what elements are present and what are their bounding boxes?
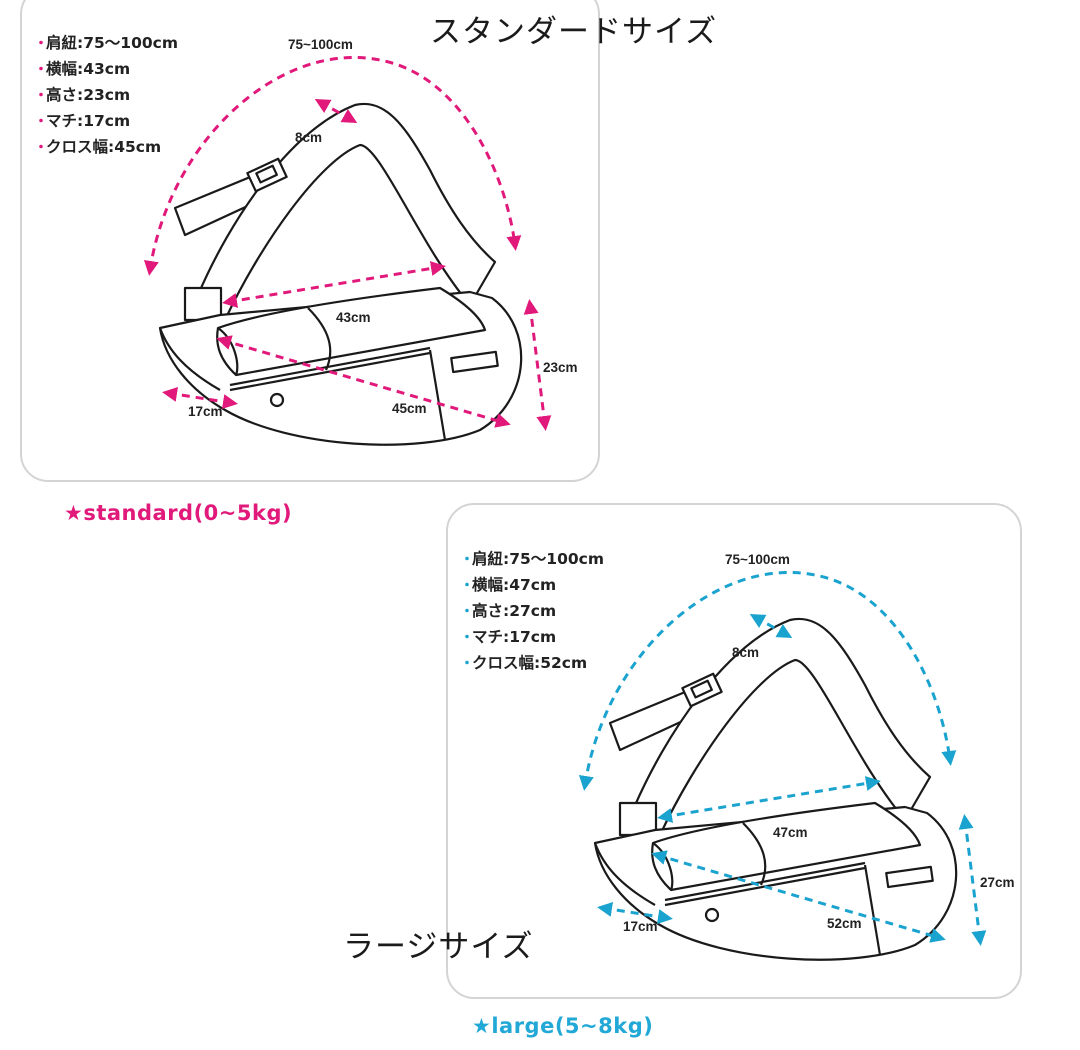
bullet-icon: ・: [34, 88, 48, 104]
strap-length-label: 75~100cm: [288, 37, 353, 52]
spec-item-strap: ・肩紐:75〜100cm: [34, 31, 178, 57]
large-spec-list: ・肩紐:75〜100cm ・横幅:47cm ・高さ:27cm ・マチ:17cm …: [460, 547, 604, 677]
bullet-icon: ・: [34, 140, 48, 156]
standard-caption: ★standard(0~5kg): [64, 501, 293, 525]
height-label: 23cm: [543, 360, 578, 375]
height-label: 27cm: [980, 875, 1015, 890]
spec-item-width: ・横幅:47cm: [460, 573, 604, 599]
width-label: 43cm: [336, 310, 371, 325]
spec-item-strap: ・肩紐:75〜100cm: [460, 547, 604, 573]
cross-width-label: 45cm: [392, 401, 427, 416]
strap-width-label: 8cm: [732, 645, 759, 660]
spec-item-depth: ・マチ:17cm: [460, 625, 604, 651]
spec-item-height: ・高さ:23cm: [34, 83, 178, 109]
bullet-icon: ・: [460, 578, 474, 594]
bag-outline: [158, 102, 523, 446]
spec-item-depth: ・マチ:17cm: [34, 109, 178, 135]
bullet-icon: ・: [34, 114, 48, 130]
spec-item-width: ・横幅:43cm: [34, 57, 178, 83]
large-caption: ★large(5~8kg): [472, 1014, 654, 1038]
standard-spec-list: ・肩紐:75〜100cm ・横幅:43cm ・高さ:23cm ・マチ:17cm …: [34, 31, 178, 161]
bullet-icon: ・: [460, 630, 474, 646]
standard-size-title: スタンダードサイズ: [430, 14, 718, 50]
dimension-arrows: [578, 571, 987, 946]
width-label: 47cm: [773, 825, 808, 840]
dimension-arrows: [143, 56, 552, 431]
bullet-icon: ・: [460, 604, 474, 620]
standard-bag-diagram: 75~100cm 8cm 43cm 23cm 17cm 45cm: [143, 37, 578, 446]
spec-item-cross: ・クロス幅:45cm: [34, 135, 178, 161]
bullet-icon: ・: [34, 62, 48, 78]
bag-outline: [593, 617, 958, 961]
bullet-icon: ・: [460, 656, 474, 672]
bullet-icon: ・: [34, 36, 48, 52]
bullet-icon: ・: [460, 552, 474, 568]
strap-length-label: 75~100cm: [725, 552, 790, 567]
depth-label: 17cm: [623, 919, 658, 934]
large-bag-diagram: 75~100cm 8cm 47cm 27cm 17cm 52cm: [578, 552, 1015, 961]
strap-width-label: 8cm: [295, 130, 322, 145]
cross-width-label: 52cm: [827, 916, 862, 931]
spec-item-cross: ・クロス幅:52cm: [460, 651, 604, 677]
spec-item-height: ・高さ:27cm: [460, 599, 604, 625]
large-size-title: ラージサイズ: [343, 929, 534, 965]
depth-label: 17cm: [188, 404, 223, 419]
